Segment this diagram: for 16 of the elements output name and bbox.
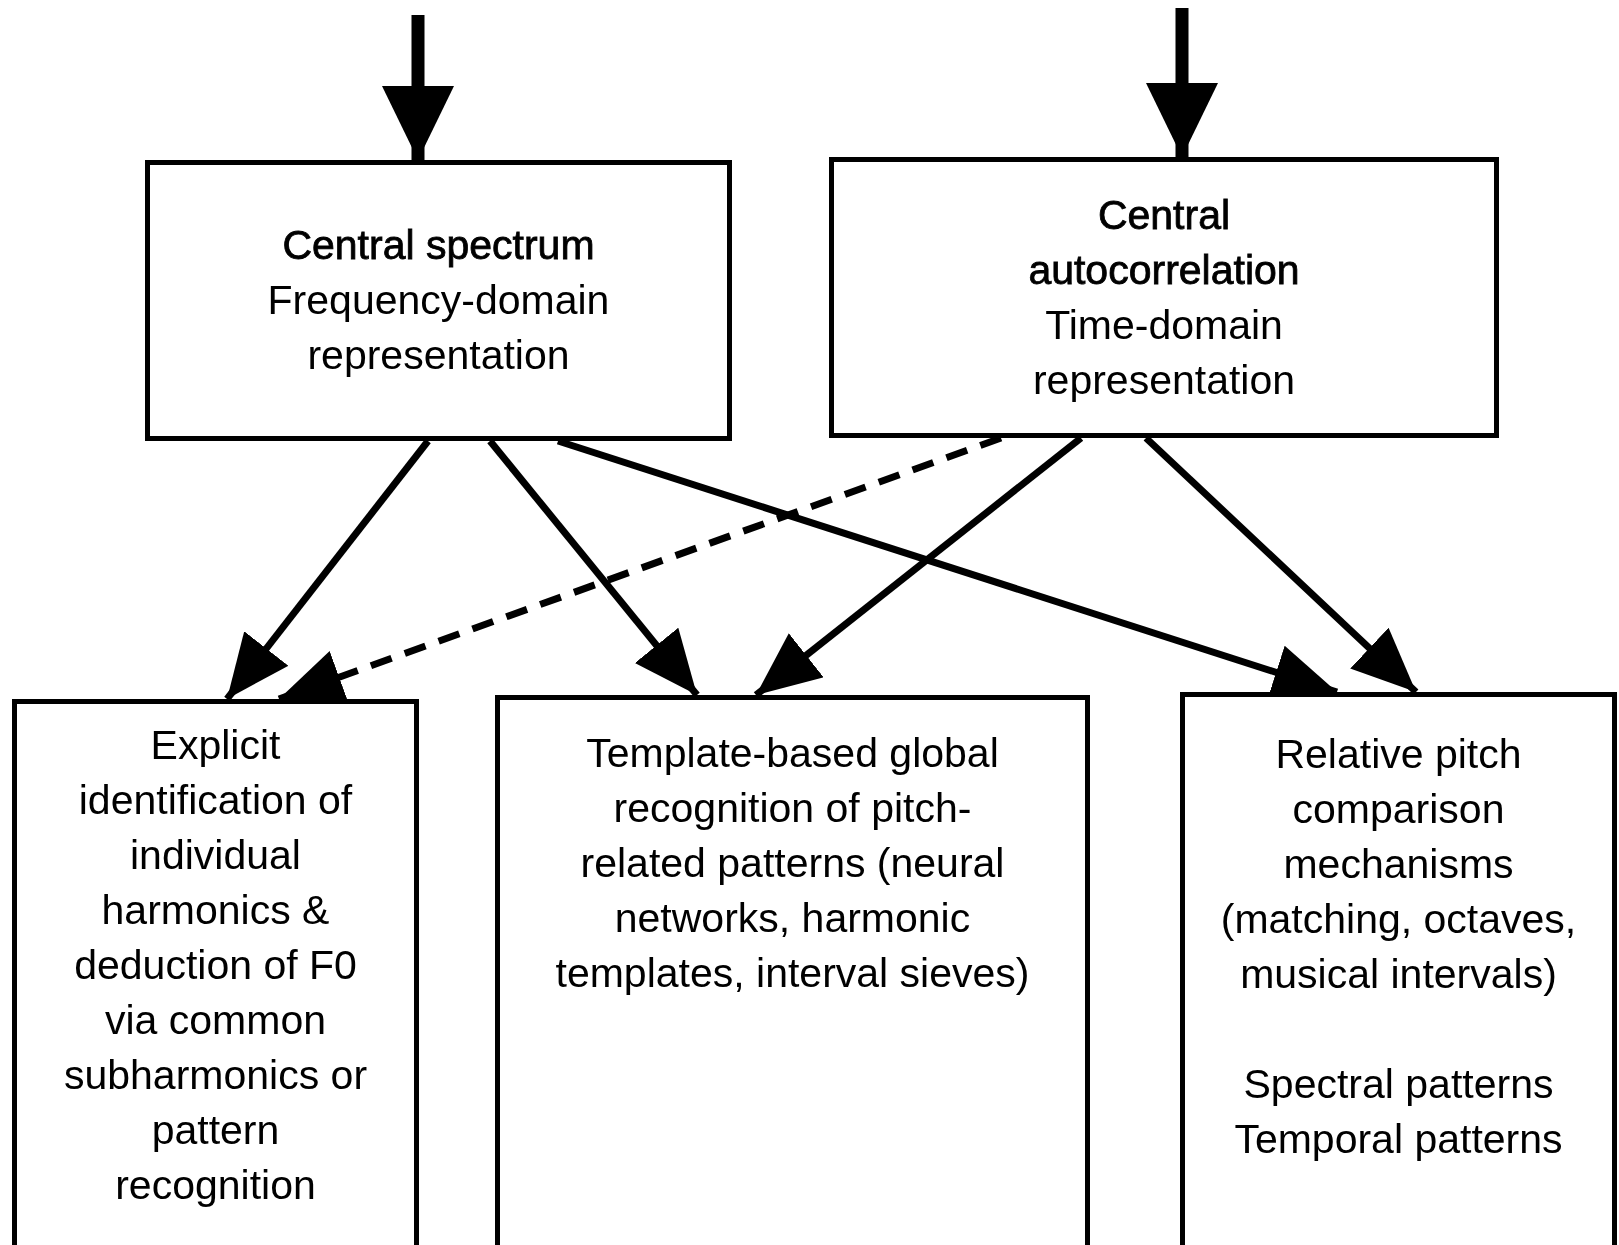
box-text: Relative pitch comparison mechanisms (matching, octaves, musical intervals)	[1219, 730, 1578, 999]
arrow	[382, 15, 454, 160]
box-text: Explicit identification of individual harmonics & deduction of F0 via common subharmonics or pattern recognition	[62, 721, 369, 1210]
process-box	[1180, 692, 1617, 1245]
box-text: Frequency-domain representation	[266, 276, 611, 380]
process-box	[12, 699, 419, 1245]
process-box	[495, 695, 1090, 1245]
arrow	[1146, 8, 1218, 157]
box-text: Template-based global recognition of pitch-related patterns (neural networks, harmonic templates, interval sieves)	[555, 729, 1030, 998]
box-heading: Central autocorrelation	[1027, 190, 1301, 295]
box-text: Temporal patterns	[1234, 1115, 1563, 1164]
box-text: Spectral patterns	[1243, 1060, 1554, 1109]
box-text: Time-domain representation	[1031, 300, 1297, 405]
process-box	[829, 157, 1499, 438]
box-heading: Central spectrum	[282, 221, 595, 270]
process-box	[145, 160, 732, 441]
